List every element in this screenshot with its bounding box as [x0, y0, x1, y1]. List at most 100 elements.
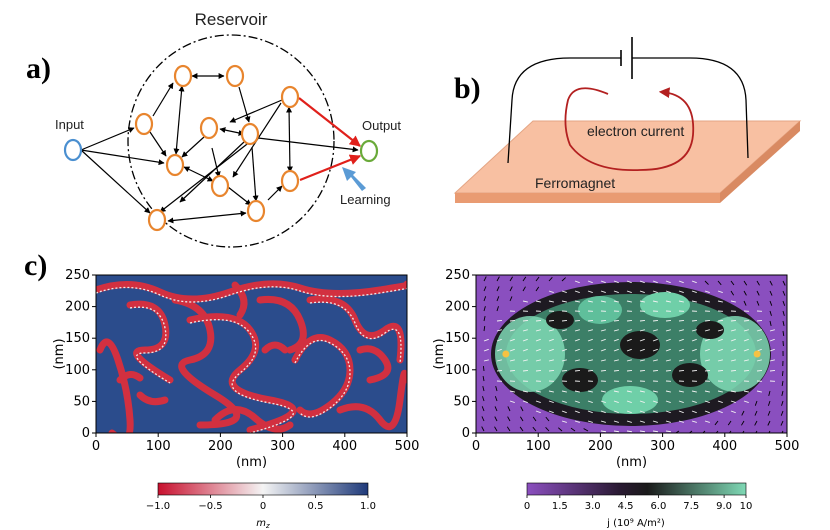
output-label: Output — [362, 118, 401, 133]
current-vector — [535, 319, 542, 322]
current-vector — [613, 329, 619, 332]
current-vector — [704, 290, 710, 294]
current-vector — [522, 286, 526, 292]
current-vector — [768, 430, 771, 433]
current-vector — [561, 277, 566, 282]
current-vector — [587, 338, 593, 342]
current-vector — [532, 416, 537, 422]
current-vector — [769, 310, 772, 316]
current-vector — [548, 290, 554, 294]
current-vector — [548, 348, 554, 352]
current-vector — [482, 376, 485, 382]
current-vector — [587, 420, 593, 423]
current-vector — [613, 290, 619, 294]
current-vector — [639, 430, 646, 433]
x-tick-label: 300 — [650, 439, 675, 454]
current-vector — [587, 370, 594, 372]
current-vector — [561, 400, 567, 404]
input-label: Input — [55, 117, 84, 132]
current-vector — [678, 338, 684, 342]
current-vector — [639, 400, 645, 404]
node — [246, 199, 266, 223]
current-vector — [768, 390, 771, 396]
current-vector — [600, 348, 606, 352]
current-vector — [639, 280, 645, 284]
current-vector — [756, 300, 760, 306]
current-vector — [561, 410, 567, 414]
x-tick-label: 400 — [712, 439, 737, 454]
current-vector — [574, 290, 580, 294]
current-vector — [483, 348, 489, 352]
current-vector — [781, 380, 784, 387]
current-vector — [483, 306, 486, 312]
current-vector — [756, 370, 763, 372]
input-arrows — [80, 127, 165, 214]
panel-c-letter: c) — [24, 249, 47, 282]
current-vector — [600, 359, 606, 362]
current-vector — [561, 390, 567, 393]
current-vector — [756, 280, 760, 286]
current-vector — [496, 348, 502, 352]
current-vector — [691, 348, 697, 352]
electrode-marker — [753, 350, 761, 358]
current-vector — [652, 370, 659, 372]
current-vector — [548, 329, 554, 332]
current-vector — [600, 280, 606, 284]
current-vector — [626, 420, 632, 423]
current-vector — [482, 365, 485, 372]
y-tick-label: 150 — [65, 331, 90, 346]
current-vector — [665, 290, 671, 294]
current-vector — [561, 370, 568, 372]
colorbar-tick-label: −1.0 — [146, 501, 170, 512]
current-vector — [587, 280, 593, 284]
current-vector — [587, 410, 593, 414]
current-vector — [587, 400, 593, 404]
x-tick-label: 0 — [92, 439, 100, 454]
current-vector — [780, 420, 784, 426]
current-vector — [717, 280, 722, 286]
current-vector — [717, 359, 723, 362]
current-vector — [665, 359, 671, 362]
electron-current-label: electron current — [587, 123, 684, 139]
current-vector — [522, 370, 529, 372]
current-vector — [730, 410, 736, 414]
current-vector — [704, 390, 710, 393]
current-vector — [665, 329, 671, 332]
y-tick-label: 50 — [73, 394, 90, 409]
current-vector — [691, 300, 697, 303]
current-vector — [717, 410, 723, 414]
current-vector — [574, 329, 580, 332]
current-vector — [509, 338, 515, 342]
y-tick-label: 100 — [445, 363, 470, 378]
current-vector — [730, 370, 737, 372]
current-vector — [496, 329, 502, 332]
current-vector — [652, 430, 659, 433]
current-vector — [652, 338, 658, 342]
current-vector — [691, 319, 698, 322]
current-vector — [626, 410, 632, 414]
current-vector — [652, 400, 658, 404]
colorbar-tick-label: 0 — [260, 501, 266, 512]
current-vector — [507, 406, 511, 412]
current-vector — [781, 390, 784, 396]
mz-colorbar-label: mz — [256, 518, 270, 530]
current-vector — [691, 400, 697, 404]
current-vector — [626, 400, 632, 404]
current-vector — [678, 420, 684, 423]
current-vector — [574, 359, 580, 362]
y-axis-label: (nm) — [432, 338, 447, 369]
colorbar-tick-label: 0 — [524, 501, 530, 512]
current-vector — [535, 390, 541, 393]
current-vector — [730, 280, 735, 286]
current-vector — [678, 359, 684, 362]
y-tick-label: 0 — [462, 426, 470, 441]
current-vector — [613, 338, 619, 342]
current-vector — [520, 406, 524, 412]
current-vector — [535, 338, 541, 342]
current-vector — [532, 426, 537, 432]
current-vector — [652, 410, 658, 414]
current-vector — [665, 370, 672, 372]
